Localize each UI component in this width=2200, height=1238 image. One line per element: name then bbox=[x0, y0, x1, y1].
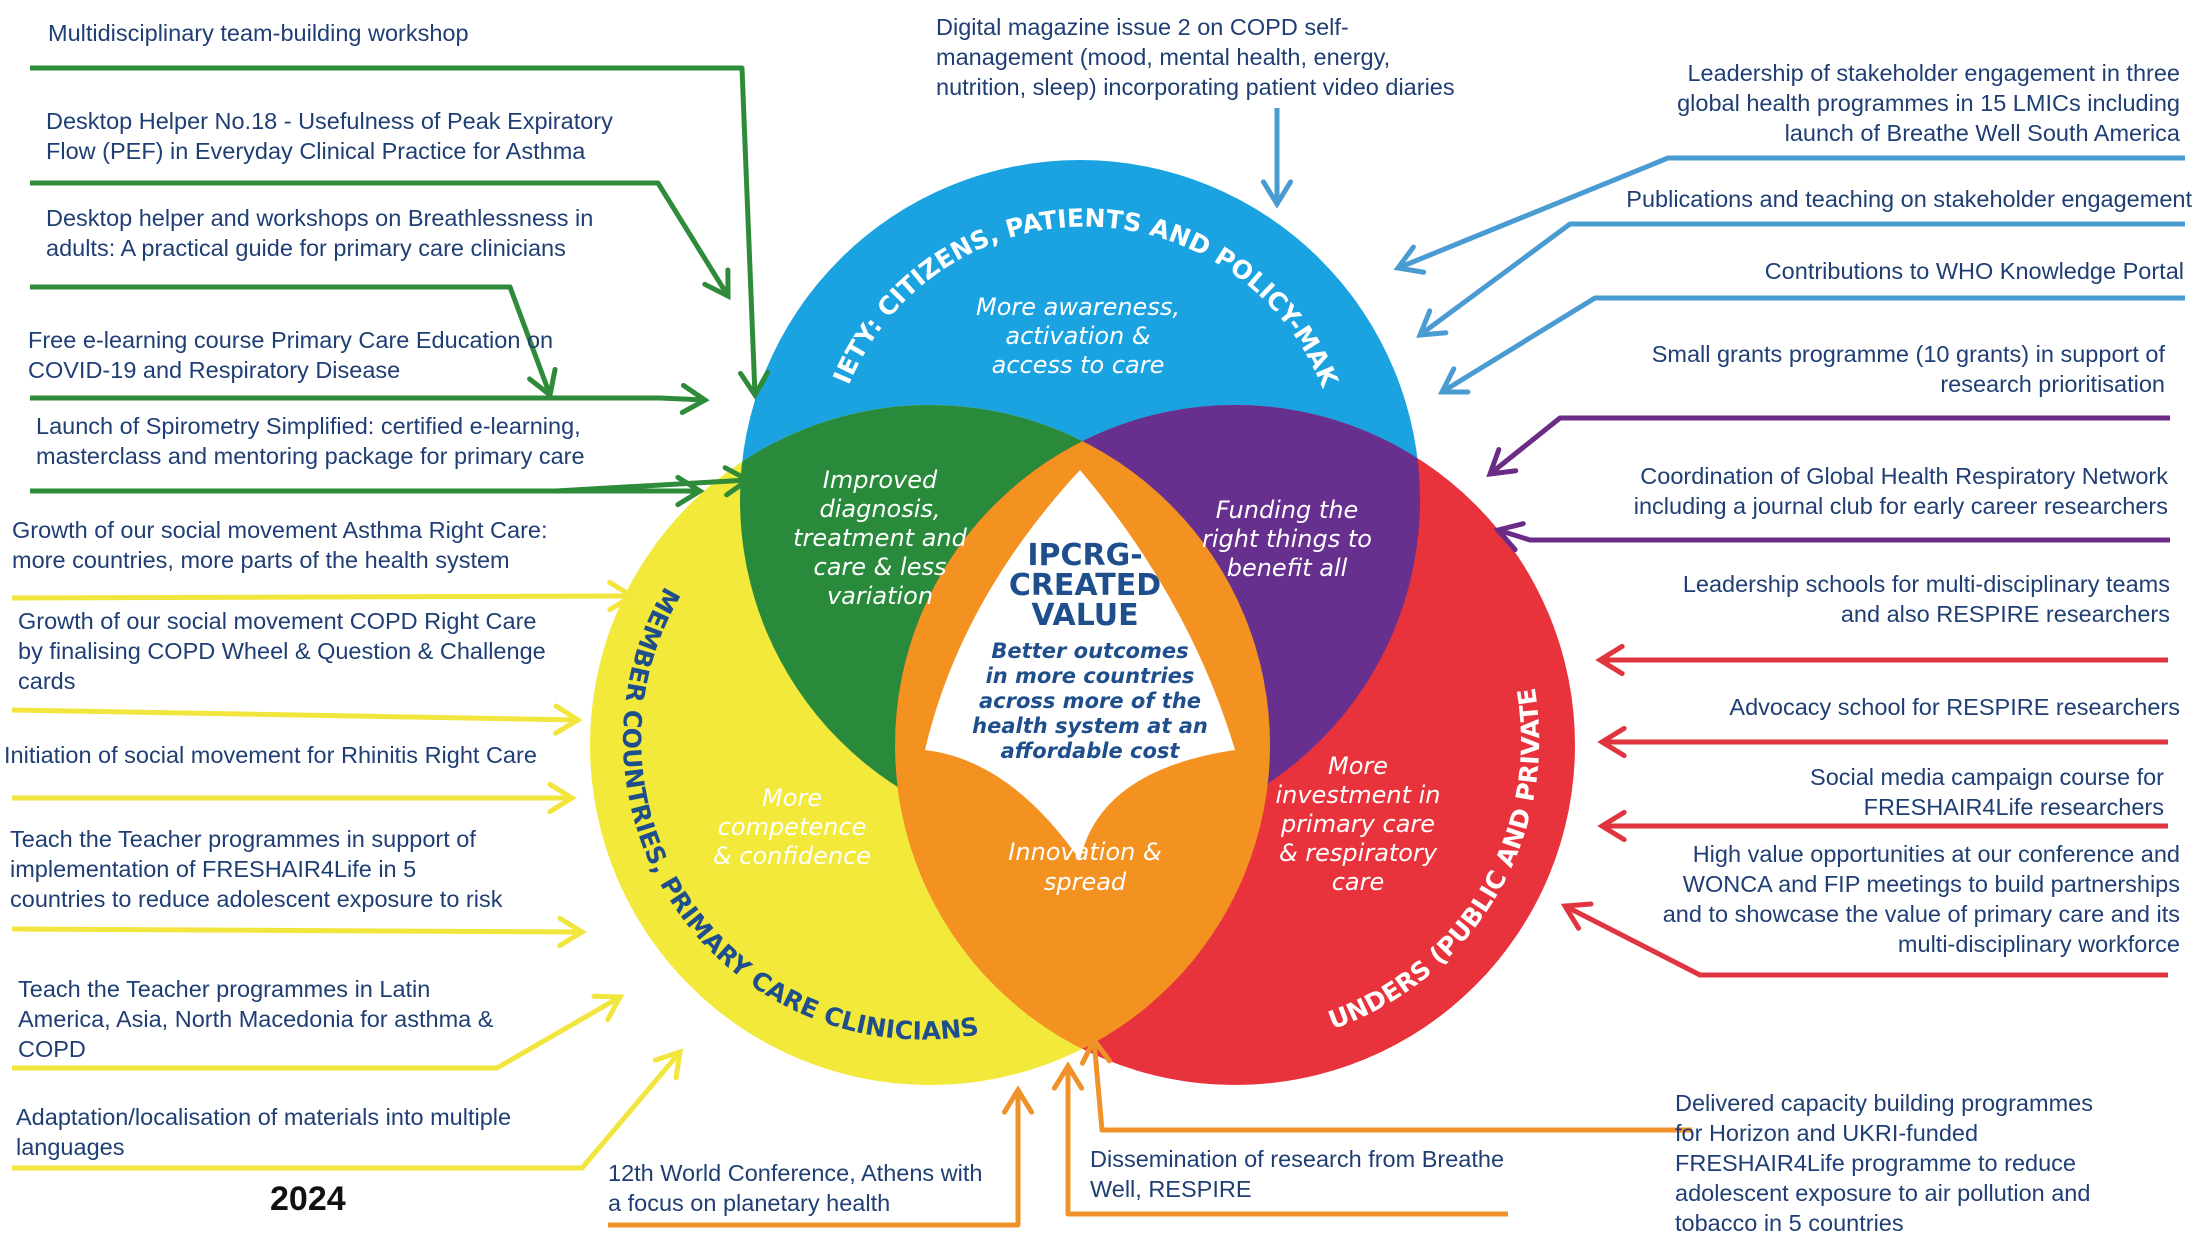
connector-arrow bbox=[12, 1048, 684, 1171]
orange-overlap-text: Innovation &spread bbox=[1008, 838, 1161, 896]
center-subtitle-line: affordable cost bbox=[1001, 739, 1181, 763]
right-activity-label: Advocacy school for RESPIRE researchers bbox=[1729, 694, 2180, 720]
right-activity-label: Leadership of stakeholder engagement in … bbox=[1677, 60, 2180, 146]
members-region-text-line: competence bbox=[718, 813, 867, 841]
connector-arrow bbox=[1260, 108, 1294, 209]
center-subtitle-line: in more countries bbox=[986, 664, 1195, 688]
purple-overlap-text-line: benefit all bbox=[1227, 554, 1348, 582]
society-region-text-line: activation & bbox=[1005, 322, 1150, 350]
center-title-line: VALUE bbox=[1031, 598, 1138, 633]
right-activity-label: Contributions to WHO Knowledge Portal bbox=[1764, 258, 2184, 284]
orange-overlap-text-line: spread bbox=[1044, 868, 1127, 896]
members-region-text-line: & confidence bbox=[713, 842, 871, 870]
funders-region-text-line: care bbox=[1332, 868, 1385, 896]
connector-arrow bbox=[1597, 809, 2168, 843]
left-activity-label: Free e-learning course Primary Care Educ… bbox=[28, 327, 554, 383]
connector-arrow bbox=[608, 1085, 1035, 1228]
connector-arrow bbox=[1437, 295, 2185, 395]
bottom-activity-label: Dissemination of research from Breathe W… bbox=[1090, 1146, 1505, 1202]
right-activity-label: Leadership schools for multi-disciplinar… bbox=[1682, 571, 2170, 627]
left-activity-label: Desktop helper and workshops on Breathle… bbox=[46, 205, 594, 261]
purple-overlap-text-line: Funding the bbox=[1216, 496, 1359, 524]
connector-arrow bbox=[11, 579, 637, 613]
society-region-text-line: More awareness, bbox=[976, 293, 1180, 321]
left-activity-label: Teach the Teacher programmes in Latin Am… bbox=[18, 976, 494, 1062]
funders-region-text-line: & respiratory bbox=[1279, 839, 1438, 867]
left-activity-label: Initiation of social movement for Rhinit… bbox=[4, 742, 537, 768]
connector-arrow bbox=[30, 382, 710, 416]
left-activity-label: Growth of our social movement COPD Right… bbox=[18, 608, 546, 694]
connector-arrow bbox=[1079, 1035, 1692, 1133]
left-activity-label: Growth of our social movement Asthma Rig… bbox=[12, 517, 548, 573]
left-activity-label: Teach the Teacher programmes in support … bbox=[10, 826, 503, 912]
connector-arrow bbox=[1051, 1061, 1508, 1217]
orange-overlap-text-line: Innovation & bbox=[1008, 838, 1161, 866]
center-title-line: IPCRG- bbox=[1027, 538, 1142, 573]
venn-circles bbox=[590, 160, 1575, 1085]
funders-region-text-line: More bbox=[1328, 752, 1388, 780]
connector-arrow bbox=[30, 65, 771, 400]
connector-arrow bbox=[1597, 725, 2168, 759]
left-activity-label: Desktop Helper No.18 - Usefulness of Pea… bbox=[46, 108, 613, 164]
right-activity-label: Coordination of Global Health Respirator… bbox=[1633, 463, 2168, 519]
members-region-text-line: More bbox=[762, 784, 822, 812]
purple-overlap-text-line: right things to bbox=[1202, 525, 1372, 553]
connector-arrow bbox=[30, 284, 558, 400]
funders-region-text-line: investment in bbox=[1275, 781, 1440, 809]
green-overlap-text-line: Improved bbox=[823, 466, 938, 494]
connector-arrows bbox=[11, 65, 2185, 1228]
connector-arrow bbox=[1393, 155, 2185, 275]
green-overlap-text-line: variation bbox=[827, 582, 933, 610]
bottom-activity-label: Delivered capacity building programmes f… bbox=[1675, 1090, 2093, 1236]
green-overlap-text-line: care & less bbox=[814, 553, 947, 581]
connector-arrow bbox=[1486, 415, 2170, 477]
center-subtitle-line: Better outcomes bbox=[991, 639, 1188, 663]
right-activity-label: Small grants programme (10 grants) in su… bbox=[1651, 341, 2165, 397]
left-activity-label: Multidisciplinary team-building workshop bbox=[48, 20, 469, 46]
venn-region-texts: More awareness,activation &access to car… bbox=[713, 293, 1441, 896]
right-activity-label: Social media campaign course for FRESHAI… bbox=[1810, 764, 2164, 820]
connector-arrow bbox=[30, 474, 705, 508]
green-overlap-text-line: treatment and bbox=[793, 524, 967, 552]
center-lens bbox=[925, 470, 1235, 860]
center-subtitle-line: across more of the bbox=[979, 689, 1201, 713]
top-activity-label: Digital magazine issue 2 on COPD self- m… bbox=[936, 14, 1455, 100]
connector-arrow bbox=[1595, 643, 2168, 677]
bottom-activity-label: 12th World Conference, Athens with a foc… bbox=[608, 1160, 983, 1216]
connector-arrow bbox=[11, 915, 587, 948]
connector-arrow bbox=[1560, 901, 2168, 978]
connector-arrow bbox=[30, 180, 731, 301]
right-activity-label: Publications and teaching on stakeholder… bbox=[1626, 186, 2192, 212]
right-activity-label: High value opportunities at our conferen… bbox=[1662, 841, 2180, 957]
year-label: 2024 bbox=[270, 1180, 346, 1218]
connector-arrow bbox=[1416, 221, 2185, 338]
society-region-text-line: access to care bbox=[992, 351, 1165, 379]
left-activity-label: Launch of Spirometry Simplified: certifi… bbox=[36, 413, 585, 469]
left-activity-label: Adaptation/localisation of materials int… bbox=[16, 1104, 512, 1160]
society-region-text: More awareness,activation &access to car… bbox=[976, 293, 1180, 379]
funders-region-text-line: primary care bbox=[1280, 810, 1435, 838]
connector-arrow bbox=[1493, 521, 2170, 553]
connector-arrow bbox=[12, 781, 577, 815]
green-overlap-text-line: diagnosis, bbox=[819, 495, 940, 523]
connector-arrow bbox=[11, 703, 583, 736]
center-title-line: CREATED bbox=[1009, 568, 1161, 603]
connector-arrow bbox=[12, 993, 625, 1071]
center-subtitle-line: health system at an bbox=[972, 714, 1208, 738]
